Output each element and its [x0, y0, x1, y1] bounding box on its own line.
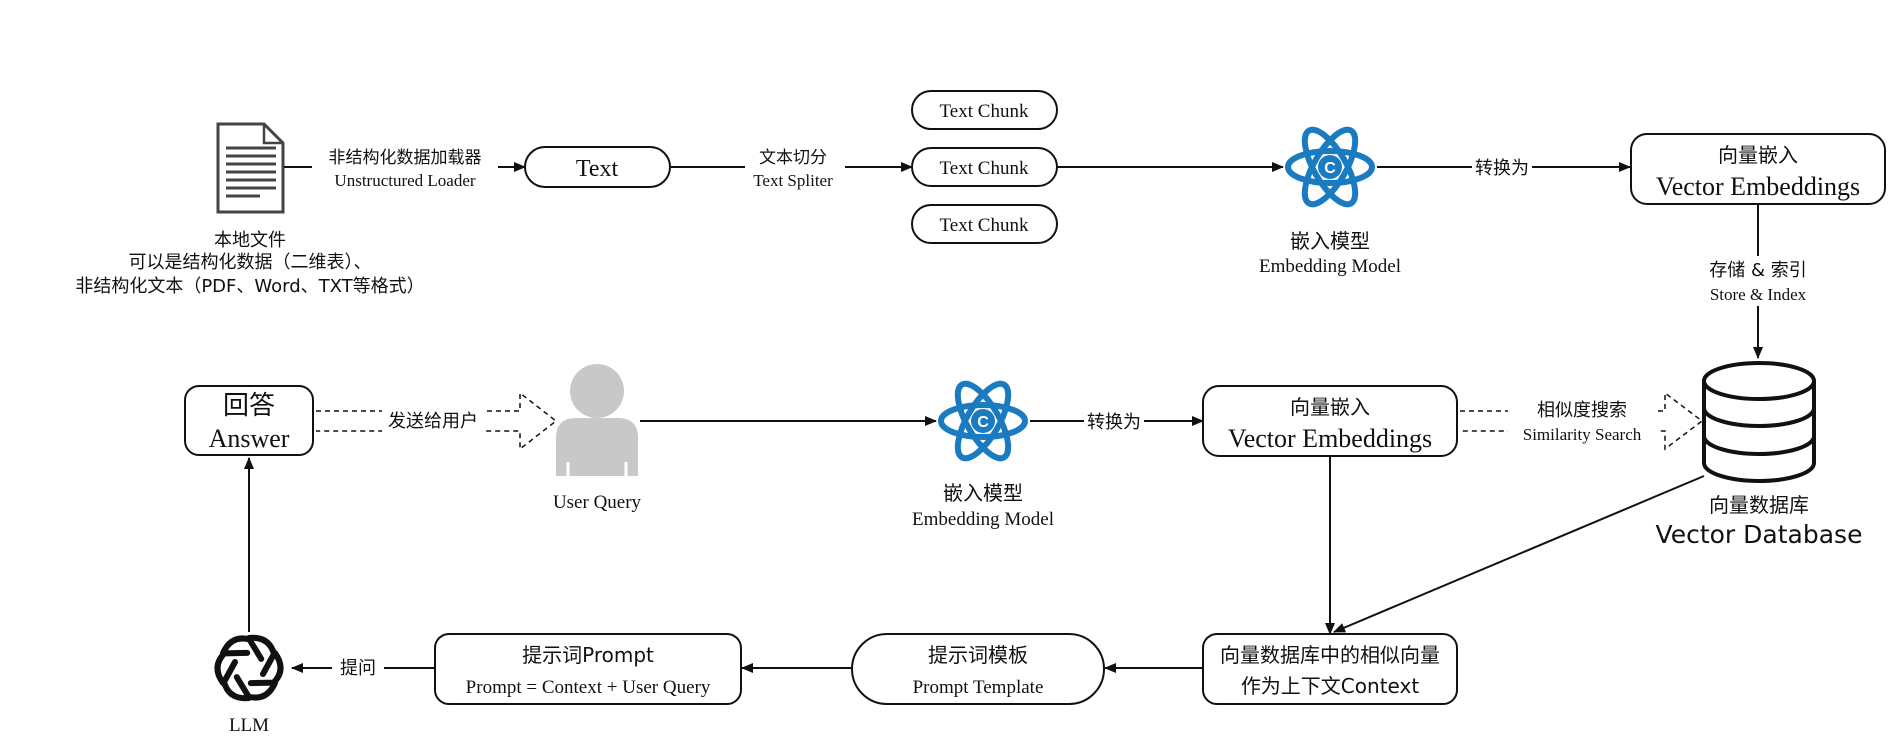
- loader-label-en: Unstructured Loader: [334, 171, 475, 190]
- similarity-search-arrow: [1460, 391, 1704, 451]
- text-chunk-3: Text Chunk: [911, 204, 1058, 244]
- llm-icon: [214, 634, 284, 702]
- vec1-label-en: Vector Embeddings: [1656, 172, 1860, 201]
- loader-label-cn: 非结构化数据加载器: [329, 148, 482, 168]
- prompt-formula: Prompt = Context + User Query: [466, 677, 711, 698]
- model2-label-cn: 嵌入模型: [943, 481, 1023, 505]
- search-label-en: Similarity Search: [1523, 425, 1642, 444]
- prompt-label-cn: 提示词Prompt: [522, 643, 654, 667]
- search-label-cn: 相似度搜索: [1537, 400, 1627, 421]
- context-line-2: 作为上下文Context: [1241, 674, 1420, 698]
- vec2-label-en: Vector Embeddings: [1228, 424, 1432, 453]
- svg-text:Text Chunk: Text Chunk: [940, 101, 1029, 122]
- document-icon: [216, 122, 285, 214]
- vec2-label-cn: 向量嵌入: [1290, 395, 1370, 419]
- vec1-label-cn: 向量嵌入: [1718, 143, 1798, 167]
- svg-text:Text Chunk: Text Chunk: [940, 215, 1029, 236]
- splitter-label-cn: 文本切分: [759, 148, 827, 168]
- local-file-desc-2: 非结构化文本（PDF、Word、TXT等格式）: [75, 276, 424, 297]
- text-box-label: Text: [576, 156, 619, 182]
- database-icon: [1702, 361, 1816, 483]
- ask-label: 提问: [340, 658, 376, 679]
- send-user-label: 发送给用户: [388, 411, 478, 432]
- answer-label-en: Answer: [209, 424, 290, 453]
- llm-label: LLM: [229, 715, 269, 736]
- convert-label-2: 转换为: [1087, 412, 1141, 433]
- template-label-cn: 提示词模板: [928, 643, 1028, 667]
- answer-label-cn: 回答: [223, 391, 275, 421]
- splitter-label-en: Text Spliter: [753, 171, 833, 190]
- text-chunk-1: Text Chunk: [911, 90, 1058, 130]
- user-query-label: User Query: [553, 492, 642, 513]
- store-label-cn: 存储 & 索引: [1709, 260, 1806, 281]
- local-file-label: 本地文件: [214, 230, 286, 251]
- model1-label-cn: 嵌入模型: [1290, 229, 1370, 253]
- db-label-en: Vector Database: [1656, 520, 1863, 549]
- db-to-context-arrow: [1333, 475, 1705, 633]
- model1-label-en: Embedding Model: [1259, 256, 1401, 277]
- embedding-model-icon: [941, 377, 1025, 466]
- svg-text:Text Chunk: Text Chunk: [940, 158, 1029, 179]
- answer-box: [184, 385, 314, 456]
- convert-label-1: 转换为: [1475, 158, 1529, 179]
- model2-label-en: Embedding Model: [912, 509, 1054, 530]
- local-file-desc-1: 可以是结构化数据（二维表）、: [129, 252, 372, 273]
- template-label-en: Prompt Template: [913, 677, 1044, 698]
- context-line-1: 向量数据库中的相似向量: [1220, 643, 1440, 667]
- text-chunk-2: Text Chunk: [911, 147, 1058, 187]
- embedding-model-icon: [1288, 123, 1372, 212]
- store-label-en: Store & Index: [1710, 285, 1807, 304]
- vector-embeddings-box-1: [1630, 133, 1886, 205]
- user-icon: [556, 364, 638, 476]
- db-label-cn: 向量数据库: [1709, 493, 1809, 517]
